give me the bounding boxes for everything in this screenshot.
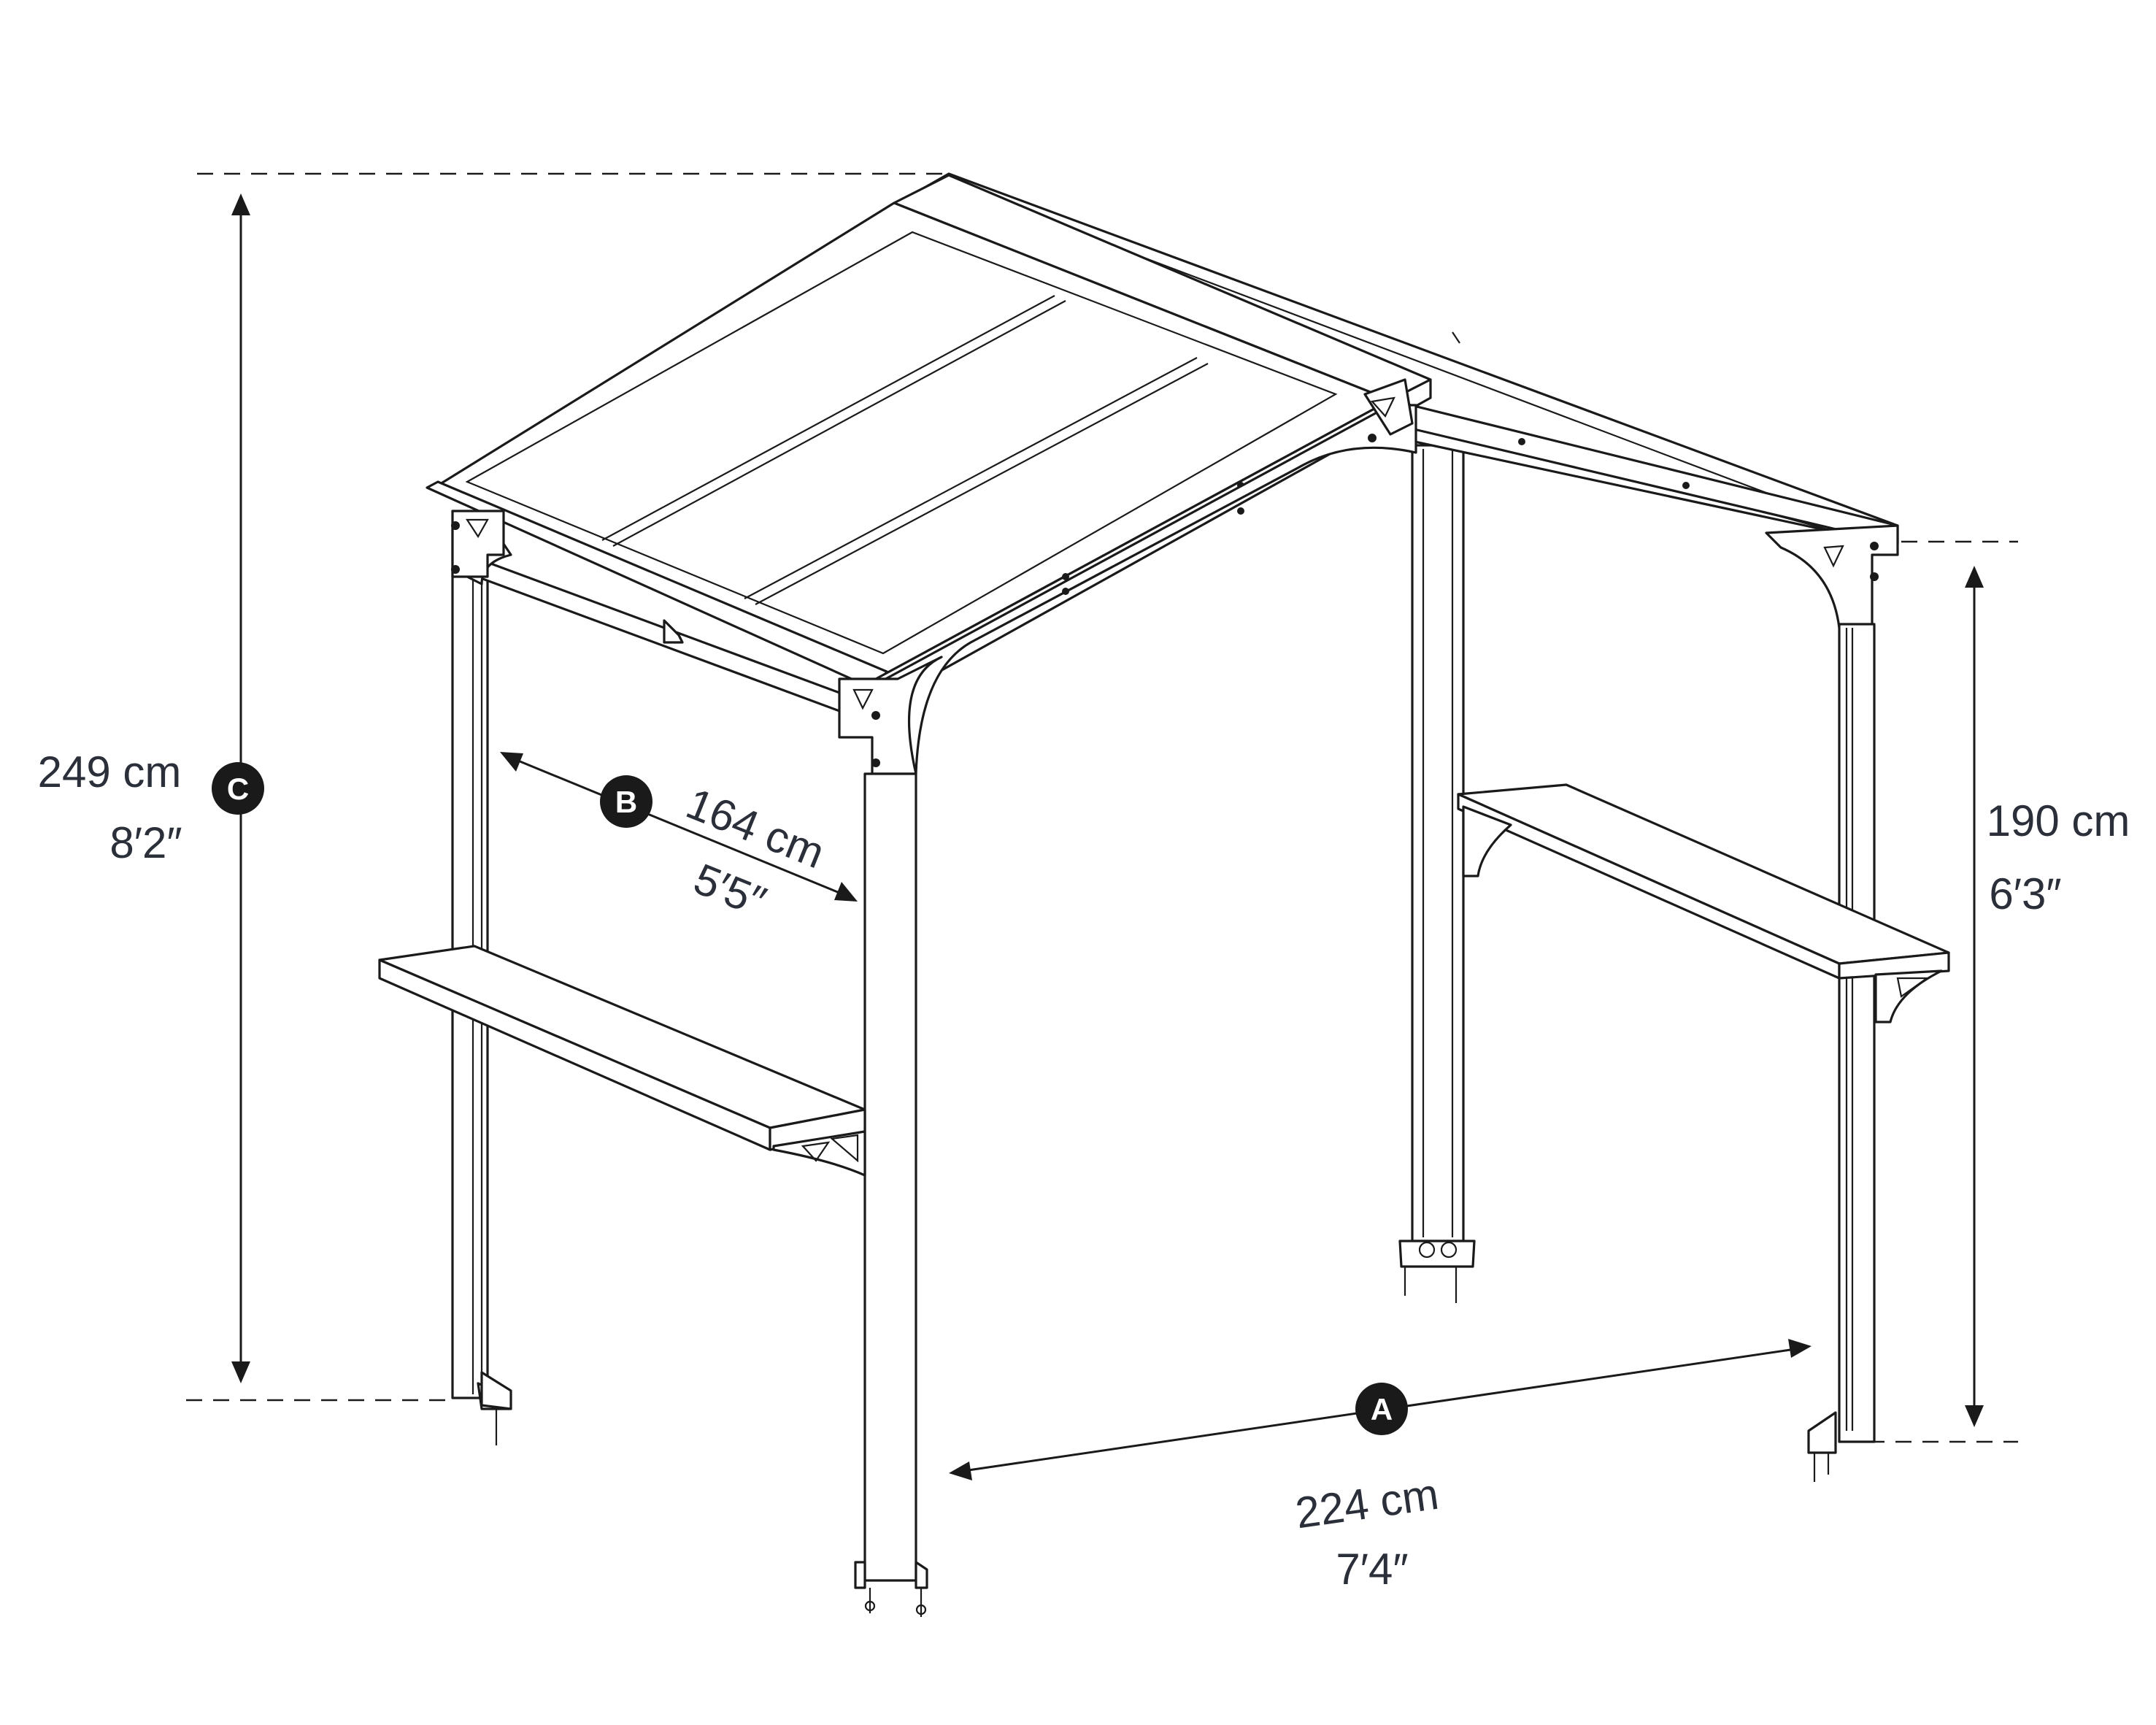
roof-panel-divider-1 [601,295,1055,541]
height-eave-arrowhead-top [1965,566,1984,588]
dimension-badge-c: C [212,762,264,815]
badge-b-letter: B [615,785,637,819]
front-right-post [1838,623,1876,1443]
depth-arrowhead-start [500,752,523,772]
depth-arrowhead-end [834,882,858,902]
front-center-foot-right [915,1561,928,1589]
height-overall-arrowhead-top [231,193,250,215]
gable-apex-bracket [1363,378,1414,436]
depth-imperial-label: 5′5″ [688,854,773,926]
badge-c-circle [212,762,264,815]
width-imperial-label: 7′4″ [1336,1545,1408,1594]
width-arrowhead-end [1788,1339,1812,1358]
front-right-post-foot [1807,1411,1837,1454]
roof-panel-divider-2 [744,357,1198,599]
rail-clip [663,619,684,644]
front-center-post [863,772,917,1582]
front-gable-beam [871,404,1417,775]
dimension-badge-b: B [600,775,652,828]
badge-a-letter: A [1371,1392,1393,1426]
left-roof-glazing [465,231,1338,655]
dimension-badge-a: A [1355,1383,1408,1435]
left-eave-beam [426,480,888,691]
extension-lines [186,172,2018,1443]
right-eave-bracket [1765,524,1899,629]
front-center-foot-left [854,1561,866,1589]
height-overall-metric-label: 249 cm [38,748,182,796]
front-gable-frame [871,378,1417,775]
height-overall-imperial-label: 8′2″ [109,818,182,867]
width-arrowhead-start [949,1461,972,1480]
back-right-post-foot [1398,1240,1476,1268]
height-eave-arrowhead-bottom [1965,1405,1984,1427]
right-shelf-bracket-back [1462,805,1512,877]
left-shelf-bracket [772,1130,866,1177]
right-gable-rafter [1389,399,1899,545]
gazebo-right-frame [1457,524,1950,1482]
gazebo-left-frame [378,510,943,1617]
right-shelf-bracket-front [1874,969,1943,1023]
badge-a-circle [1355,1383,1408,1435]
front-left-corner-cap [451,510,505,578]
back-left-anchor-plate [480,1371,512,1410]
width-metric-label: 224 cm [1293,1469,1441,1538]
height-eave-imperial-label: 6′3″ [1989,869,2061,918]
height-eave-metric-label: 190 cm [1987,796,2130,845]
height-overall-arrowhead-bottom [231,1361,250,1383]
badge-c-letter: C [227,772,249,806]
badge-b-circle [600,775,652,828]
depth-dimension-line [514,758,844,896]
dimension-labels: 249 cm 8′2″ 164 cm 5′5″ 190 cm 6′3″ 224 … [38,748,2130,1594]
back-right-post [1411,444,1465,1242]
